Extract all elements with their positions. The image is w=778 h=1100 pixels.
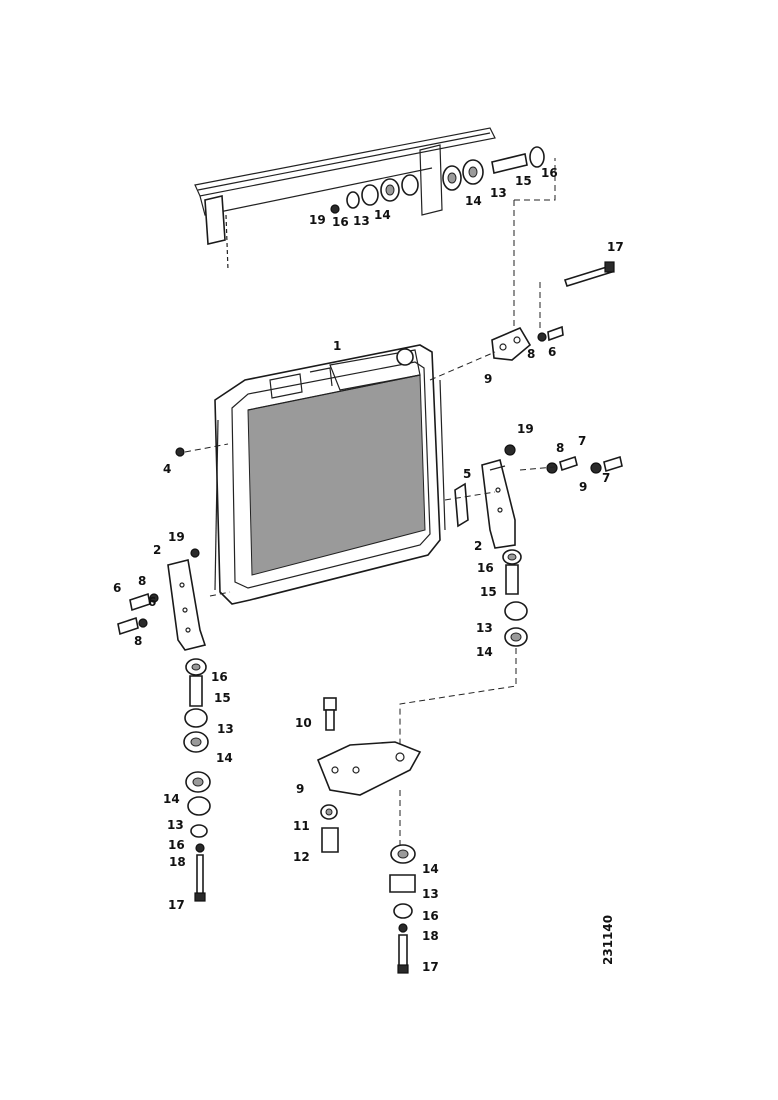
callout-18-lower: 18 [422,929,439,943]
callout-16-left: 16 [211,670,228,684]
callout-13-top-right: 13 [490,186,507,200]
left-mount-bracket [117,548,211,902]
top-left-washer-stack [330,174,419,214]
radiator [214,344,446,605]
callout-16-top: 16 [332,215,349,229]
callout-13-top: 13 [353,214,370,228]
callout-13-lower: 13 [422,887,439,901]
document-number: 231140 [601,915,615,965]
callout-5: 5 [463,467,471,481]
callout-14-lower: 14 [422,862,439,876]
callout-10: 10 [295,716,312,730]
assembly-lines [184,158,556,845]
callout-16-left-b: 16 [168,838,185,852]
callout-6-left-a: 6 [113,581,121,595]
frame-crossmember [194,127,496,271]
bolt-4 [175,447,185,457]
callout-6-upper: 6 [548,345,556,359]
callout-13-left-b: 13 [167,818,184,832]
callout-8-upper: 8 [527,347,535,361]
callout-13-left-a: 13 [217,722,234,736]
callout-1: 1 [333,339,341,353]
callout-13-right: 13 [476,621,493,635]
callout-14-left-a: 14 [216,751,233,765]
callout-8-right: 8 [556,441,564,455]
callout-16-top-right: 16 [541,166,558,180]
callout-2-right: 2 [474,539,482,553]
callout-15-left: 15 [214,691,231,705]
callout-2-left: 2 [153,543,161,557]
callout-11: 11 [293,819,310,833]
callout-19-top: 19 [309,213,326,227]
callout-16-lower: 16 [422,909,439,923]
callout-19-right: 19 [517,422,534,436]
callout-12: 12 [293,850,310,864]
callout-19-left: 19 [168,530,185,544]
callout-8-left-b: 8 [134,634,142,648]
long-bolt-17-top [563,261,615,287]
right-mount-bracket [454,444,623,647]
callout-9-upper: 9 [484,372,492,386]
top-right-washer-stack [442,146,545,191]
callout-17-top: 17 [607,240,624,254]
callout-17-lower: 17 [422,960,439,974]
callout-16-right: 16 [477,561,494,575]
callout-labels: 19 16 13 14 14 13 15 16 17 9 8 6 1 4 19 … [113,166,624,974]
callout-9-right: 9 [579,480,587,494]
callout-14-top-right: 14 [465,194,482,208]
callout-8-left-a: 8 [138,574,146,588]
callout-14-top: 14 [374,208,391,222]
callout-18-left: 18 [169,855,186,869]
callout-6-left-b: 6 [148,595,156,609]
callout-7-right-a: 7 [578,434,586,448]
callout-17-left: 17 [168,898,185,912]
callout-4: 4 [163,462,171,476]
lower-bracket [316,697,422,974]
callout-15-right: 15 [480,585,497,599]
upper-bracket [491,325,564,361]
callout-9-lower: 9 [296,782,304,796]
callout-14-left-b: 14 [163,792,180,806]
callout-14-right: 14 [476,645,493,659]
callout-7-right-b: 7 [602,471,610,485]
callout-15-top: 15 [515,174,532,188]
